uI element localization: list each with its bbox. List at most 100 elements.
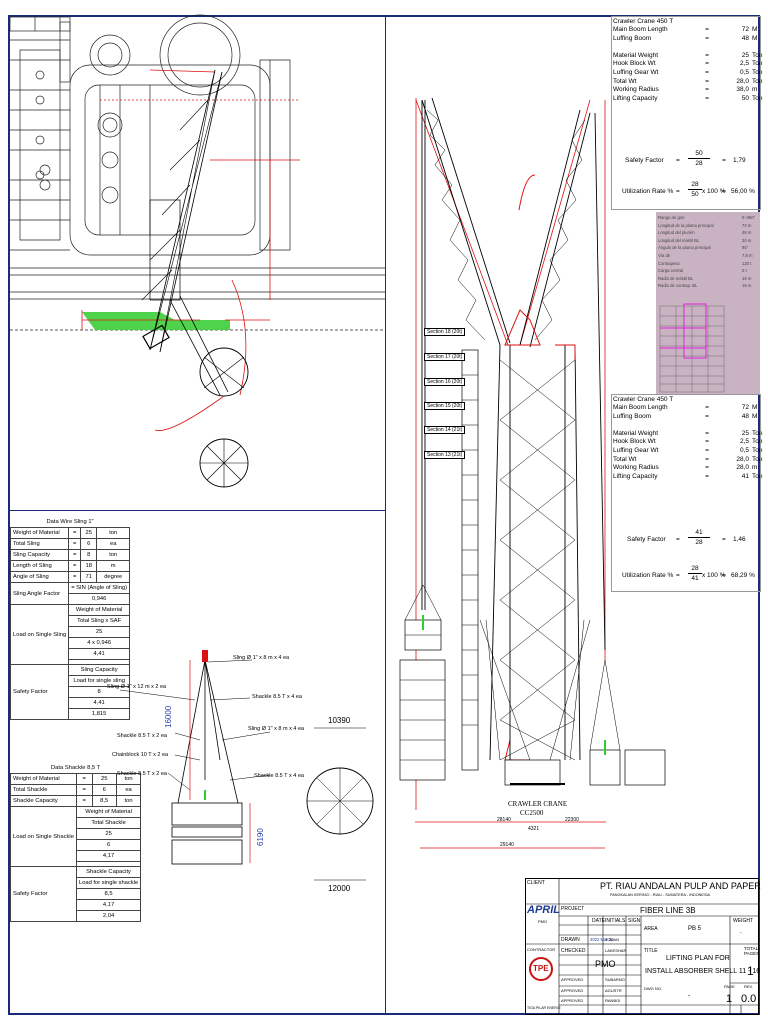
spec-cell: Luffing Boom [613,412,652,420]
title-line-2: INSTALL ABSORBER SHELL 11 - 16 [645,968,761,975]
top-ur-eq: = [676,188,680,195]
top-sf-value: 1,79 [733,157,746,164]
spec-cell: Main Boom Length [613,404,668,411]
initials-label: INITIALS [605,918,626,924]
top-sf-eq2: = [722,157,726,164]
tpe-logo-icon [529,957,553,981]
spec-cell: 0,5 [739,68,749,76]
weight-value: - [740,930,742,936]
spec-cell: = [705,404,709,411]
load-chart-value: 15 m [742,275,752,281]
title-block [525,878,759,1015]
load-chart-value: 0 t [742,268,747,274]
load-chart-value: 0–360° [742,215,756,220]
spec-cell: 72 [741,404,749,411]
spec-cell: 72 [741,26,749,33]
bottom-ur-mult: x 100 % [702,572,726,579]
load-single-shackle-label: Load on Single Shackle [10,806,77,867]
drawing-frame [8,15,760,1015]
shackle-l1-label: Shackle 8.5 T x 2 ea [117,733,167,739]
spec-cell: Ton [752,94,763,102]
bottom-ur-fraction: 28 41 [688,565,702,582]
load-chart-value: 15 m [742,283,752,289]
bottom-utilization-label: Utilization Rate % [622,572,674,579]
top-sf-fraction: 50 28 [688,150,710,167]
load-chart-label: Radio de contrap. BL [658,283,698,289]
spec-cell: = [705,77,709,85]
wire-sf-v3: 1,815 [68,708,131,720]
area-value: PB 5 [688,926,702,932]
spec-cell: = [705,412,709,420]
spec-cell: M [752,404,758,411]
bottom-ur-denominator: 41 [691,575,699,582]
spec-cell: Luffing Gear Wt [613,446,659,454]
spec-cell: Luffing Gear Wt [613,68,659,76]
top-ur-numerator: 28 [691,181,699,188]
approver-1: SUBARNO [605,977,625,982]
spec-cell: Working Radius [613,86,659,94]
spec-cell: = [705,455,709,463]
weight-label: WEIGHT [733,918,753,924]
checked-label: CHECKED [561,948,586,954]
spec-cell: Ton [752,77,763,85]
project-name: FIBER LINE 3B [640,906,696,915]
bottom-diameter: 12000 [328,884,351,893]
load-chart-label: Vía de [658,253,671,258]
drawn-date: 2022 Mar 30 [590,937,614,942]
crane-dim: 28140 [497,817,511,823]
title-label: TITLE [644,948,658,954]
sign-label: SIGN [628,918,641,924]
load-chart-label: Carga central [658,268,684,274]
spec-cell: 48 [741,34,749,42]
spec-cell: Material Weight [613,51,659,59]
project-label: PROJECT [561,906,585,912]
section-label: Section 14 (21t) [424,426,466,434]
load-chart-label: Longitud del plumín [658,230,695,236]
bottom-ur-eq2: = [722,572,726,579]
approved-label-2: APPROVED [561,988,584,993]
spec-cell: = [705,51,709,59]
spec-cell: 28,0 [736,455,749,463]
drawn-initials: TOUAN [605,937,619,942]
spec-cell: Total Wt [613,77,637,85]
spec-cell: Ton [752,60,763,68]
spec-cell: Ton [752,472,763,480]
area-label: AREA [644,926,658,932]
top-ur-eq2: = [722,188,726,195]
spec-cell: Hook Block Wt [613,438,656,446]
crane-dim: 4321 [528,826,540,832]
load-chart-label: Longitud de la pluma principal [658,222,714,228]
top-ur-denominator: 50 [691,191,699,198]
vertical-divider [385,15,386,1015]
spec-cell: = [705,472,709,480]
top-ur-mult: x 100 % [702,188,726,195]
total-pages-label: TOTAL PAGES [744,946,760,956]
dwg-label: DWG NO. [644,986,662,991]
top-sf-numerator: 50 [695,150,703,157]
rev-value: 0.0 [741,993,757,1005]
spec-cell: Lifting Capacity [613,94,658,102]
spec-cell: M [752,412,758,420]
section-label: Section 17 (20t) [424,353,466,361]
load-chart-label: Rango de giro [658,215,685,220]
load-chart-value: 72 m [742,222,752,228]
bottom-ur-eq: = [676,572,680,579]
spec-title: Crawler Crane 450 T [613,396,674,403]
spec-cell: 28,0 [736,77,749,85]
sling-top-label: Sling Ø 1" x 8 m x 4 ea [233,655,290,661]
